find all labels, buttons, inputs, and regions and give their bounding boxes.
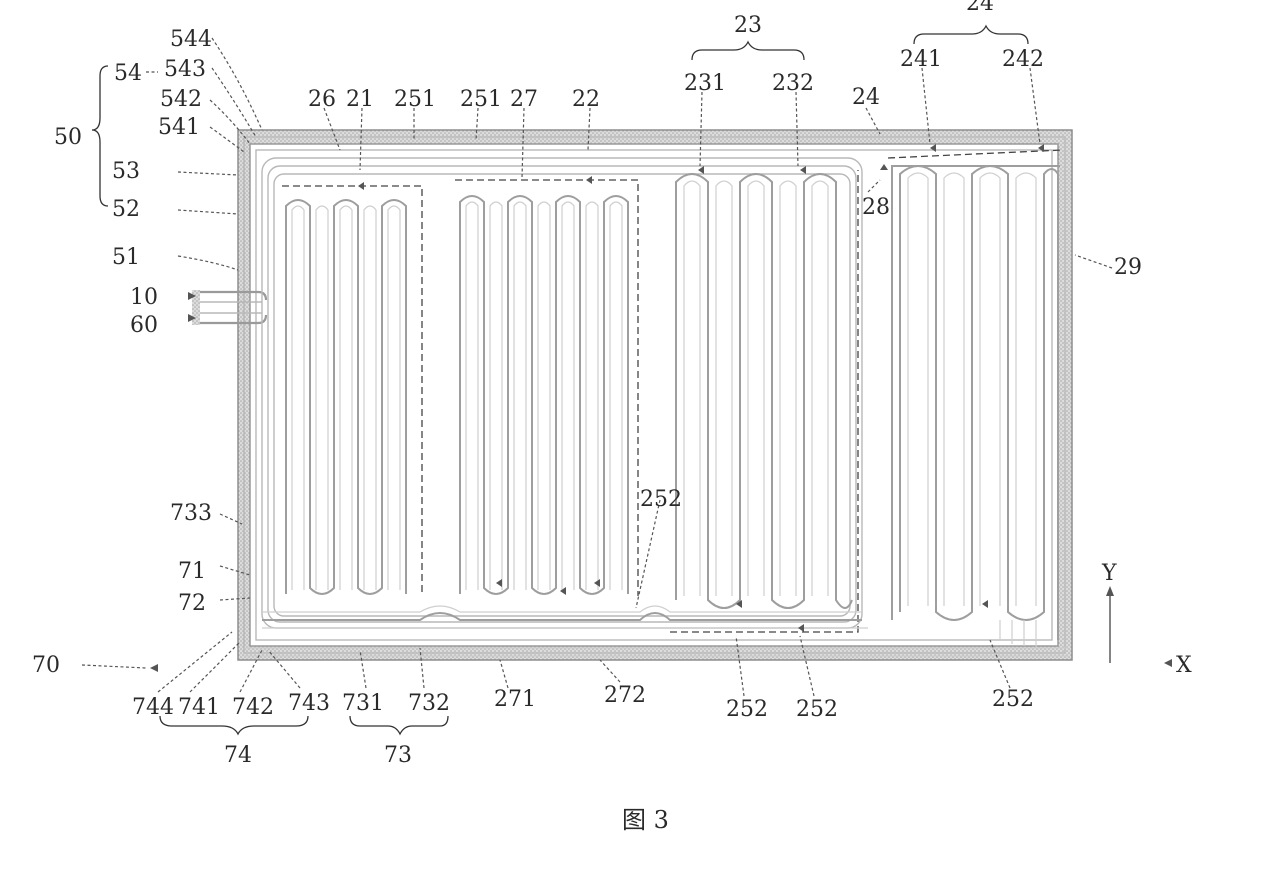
label-29: 29 [1114,255,1142,280]
label-10: 10 [130,285,158,310]
label-23: 23 [734,13,762,38]
label-252-b1: 252 [726,697,768,722]
x-axis-label: X [1176,653,1192,678]
label-252-b2: 252 [796,697,838,722]
label-542: 542 [160,87,202,112]
outer-frame [238,130,1072,660]
label-72: 72 [178,591,206,616]
label-26: 26 [308,87,336,112]
label-741: 741 [178,695,220,720]
axis-indicator: Y X [1101,561,1192,678]
label-28: 28 [862,195,890,220]
y-axis-label: Y [1101,561,1117,586]
label-54: 54 [114,61,142,86]
label-743: 743 [288,691,330,716]
label-731: 731 [342,691,384,716]
label-252-b3: 252 [992,687,1034,712]
label-24-top: 24 [966,0,994,16]
label-251-a: 251 [394,87,436,112]
label-50: 50 [54,125,82,150]
label-231: 231 [684,71,726,96]
label-24: 24 [852,85,880,110]
label-732: 732 [408,691,450,716]
label-71: 71 [178,559,206,584]
figure-caption: 图 3 [622,806,669,834]
label-52: 52 [112,197,140,222]
label-22: 22 [572,87,600,112]
label-73: 73 [384,743,412,768]
label-543: 543 [164,57,206,82]
label-70: 70 [32,653,60,678]
label-51: 51 [112,245,140,270]
label-252-mid: 252 [640,487,682,512]
label-242: 242 [1002,47,1044,72]
label-544: 544 [170,27,212,52]
label-744: 744 [132,695,174,720]
label-541: 541 [158,115,200,140]
label-733: 733 [170,501,212,526]
label-272: 272 [604,683,646,708]
label-251-b: 251 [460,87,502,112]
label-27: 27 [510,87,538,112]
label-60: 60 [130,313,158,338]
label-742: 742 [232,695,274,720]
label-271: 271 [494,687,536,712]
label-53: 53 [112,159,140,184]
label-74: 74 [224,743,252,768]
label-241: 241 [900,47,942,72]
label-232: 232 [772,71,814,96]
label-21: 21 [346,87,374,112]
